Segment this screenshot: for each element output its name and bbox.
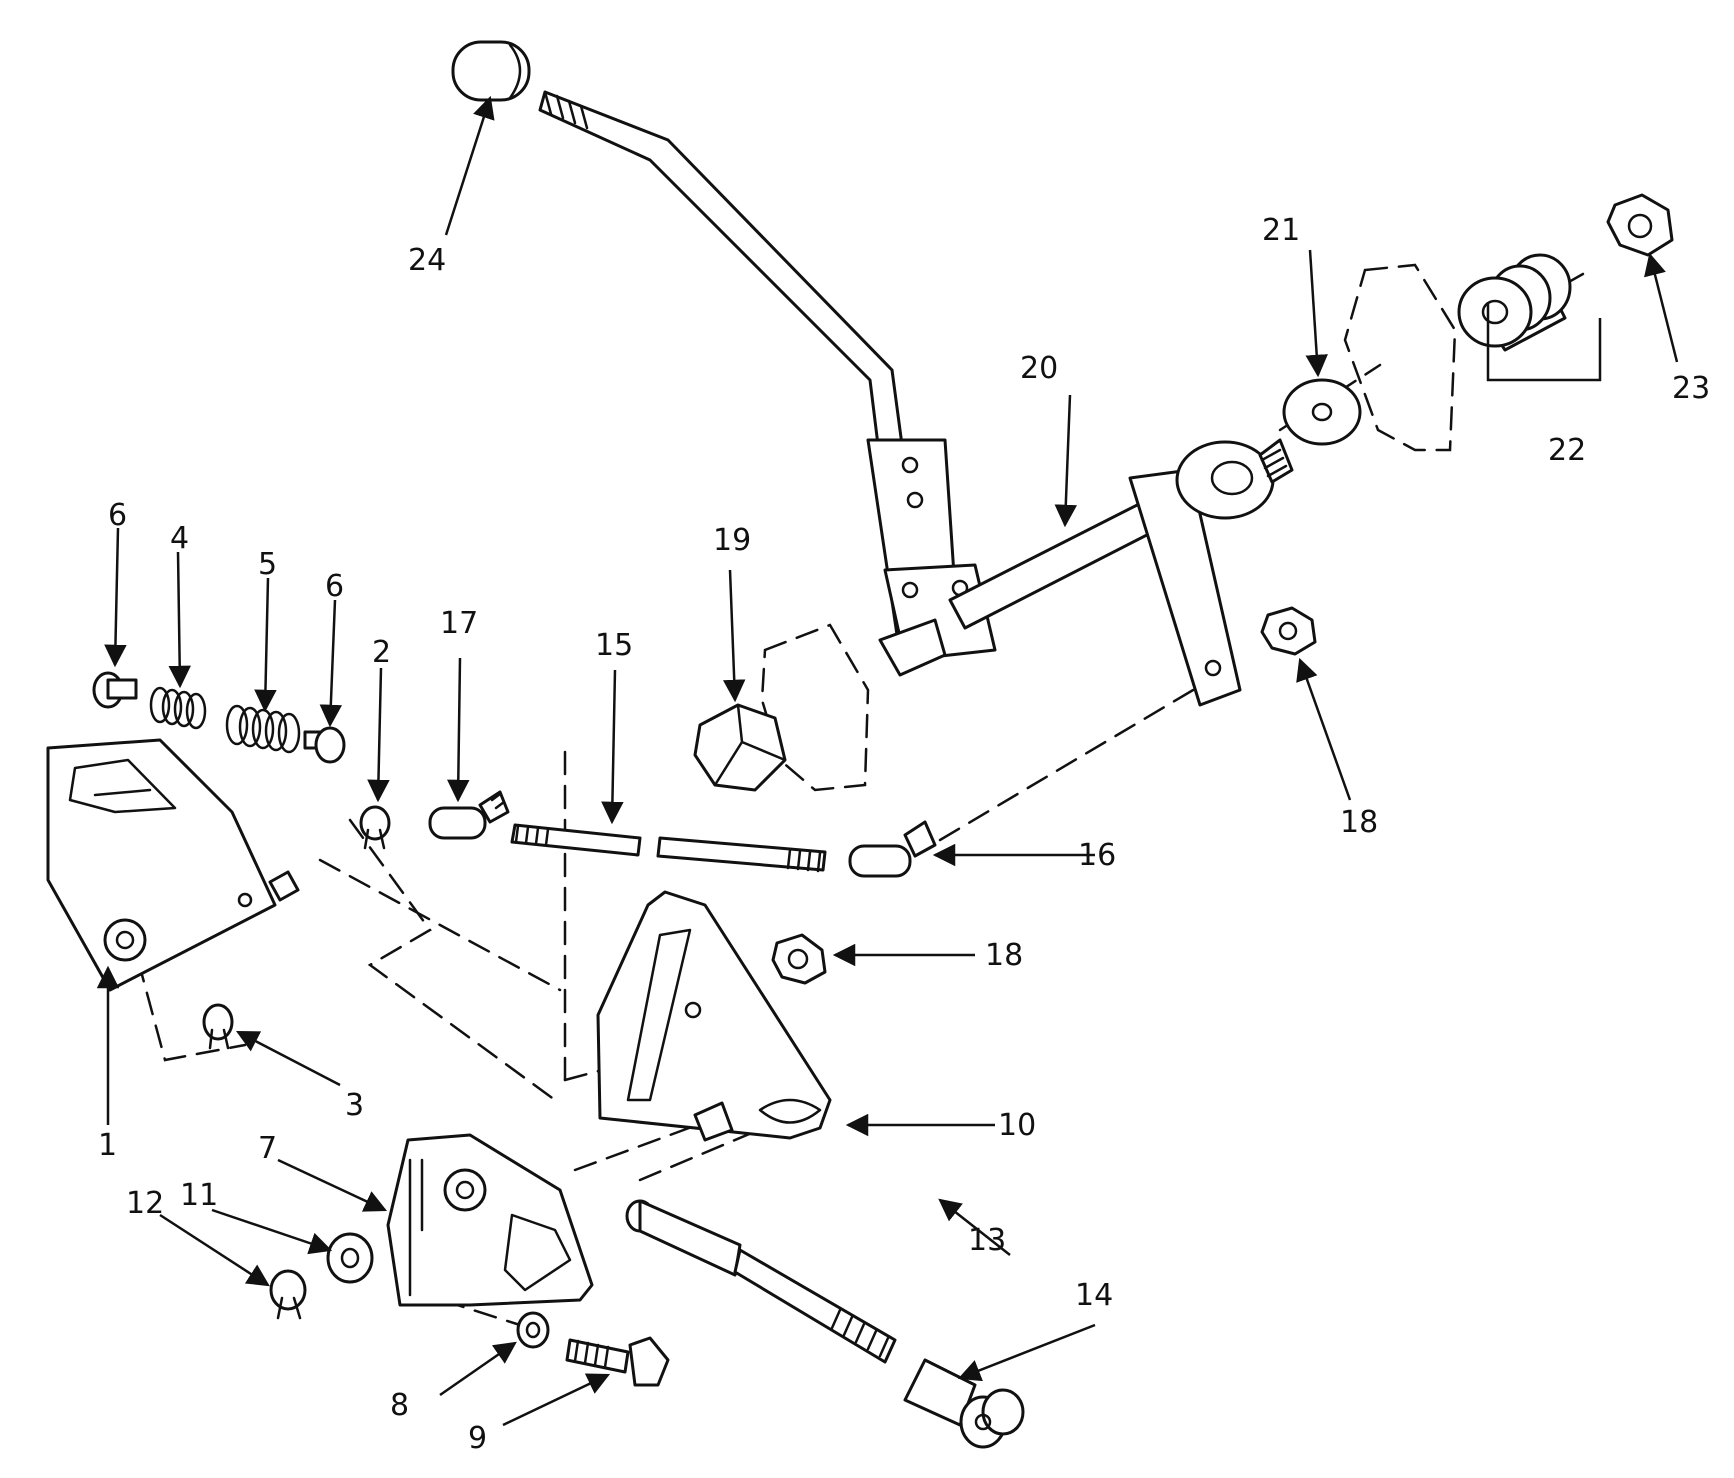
callout-18-lower: 18 <box>985 938 1023 973</box>
dashed-plate-outline-upper <box>1343 263 1457 452</box>
part-22-bushing <box>1457 253 1572 352</box>
callout-leaders <box>96 95 1679 1427</box>
part-9-bolt <box>565 1336 670 1387</box>
callout-20: 20 <box>1020 351 1058 386</box>
callout-15: 15 <box>595 628 633 663</box>
part-18-hex-nut-lower <box>771 933 827 985</box>
callout-3: 3 <box>345 1088 364 1123</box>
part-23-hex-nut <box>1606 193 1674 257</box>
part-2-clip <box>359 805 391 850</box>
callout-4: 4 <box>170 521 189 556</box>
callout-19: 19 <box>713 523 751 558</box>
callout-18-upper: 18 <box>1340 805 1378 840</box>
callout-16: 16 <box>1078 838 1116 873</box>
part-3-clip <box>202 1003 234 1050</box>
part-7-lever-plate <box>386 1133 594 1307</box>
callout-2: 2 <box>372 635 391 670</box>
part-11-washer <box>326 1232 374 1284</box>
part-16-swivel <box>848 820 937 878</box>
part-21-washer <box>1282 378 1362 446</box>
part-13-rod <box>625 1199 897 1364</box>
callout-13: 13 <box>968 1223 1006 1258</box>
callout-11: 11 <box>180 1178 218 1213</box>
callout-labels: 24 20 21 23 22 18 19 6 4 5 6 2 17 15 16 … <box>98 213 1710 1456</box>
callout-6-right: 6 <box>325 569 344 604</box>
part-19-hex-nut <box>693 703 787 792</box>
callout-6-left: 6 <box>108 498 127 533</box>
callout-1: 1 <box>98 1128 117 1163</box>
part-1-plate <box>46 738 300 992</box>
part-10-bracket <box>596 890 832 1142</box>
callout-12: 12 <box>126 1186 164 1221</box>
part-17-swivel <box>428 790 510 840</box>
callout-9: 9 <box>468 1421 487 1456</box>
part-24-knob <box>451 40 531 102</box>
part-12-clip <box>269 1269 307 1320</box>
callout-8: 8 <box>390 1388 409 1423</box>
callout-22: 22 <box>1548 433 1586 468</box>
part-18-hex-nut-upper <box>1260 606 1317 656</box>
part-15-rod <box>510 823 827 873</box>
callout-17: 17 <box>440 606 478 641</box>
assembly-guide-lines <box>136 268 1592 1327</box>
callout-14: 14 <box>1075 1278 1113 1313</box>
callout-7: 7 <box>258 1131 277 1166</box>
part-8-washer <box>516 1311 550 1349</box>
dashed-plate-outline-lower <box>760 623 870 792</box>
shift-lever <box>538 90 997 677</box>
callout-23: 23 <box>1672 371 1710 406</box>
part-20-shaft <box>948 438 1294 707</box>
callout-5: 5 <box>258 547 277 582</box>
callout-21: 21 <box>1262 213 1300 248</box>
part-14-clevis <box>903 1358 1025 1449</box>
callout-24: 24 <box>408 243 446 278</box>
callout-10: 10 <box>998 1108 1036 1143</box>
spring-assembly <box>92 671 346 764</box>
